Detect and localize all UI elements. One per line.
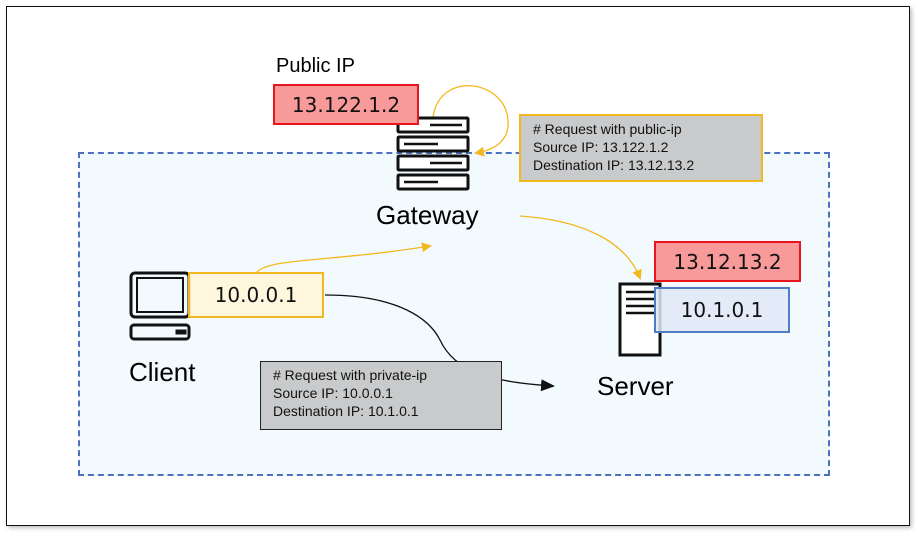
server-private-ip-box: 10.1.0.1 xyxy=(654,287,790,333)
client-label: Client xyxy=(129,357,196,387)
client-computer-icon xyxy=(129,271,191,341)
client-to-server-private-arrow xyxy=(324,294,555,392)
client-private-ip-box: 10.0.0.1 xyxy=(188,272,324,318)
private-request-note: # Request with private-ip Source IP: 10.… xyxy=(260,361,502,430)
private-request-note-title: # Request with private-ip xyxy=(273,367,428,383)
public-request-note-destination: Destination IP: 13.12.13.2 xyxy=(533,157,695,173)
server-label: Server xyxy=(597,371,674,401)
public-request-note-title: # Request with public-ip xyxy=(533,121,682,137)
public-request-note: # Request with public-ip Source IP: 13.1… xyxy=(519,114,763,182)
gateway-to-server-arrow xyxy=(519,215,642,280)
client-to-gateway-arrow xyxy=(256,242,432,273)
private-request-note-source: Source IP: 10.0.0.1 xyxy=(273,385,393,401)
private-request-note-destination: Destination IP: 10.1.0.1 xyxy=(273,403,419,419)
public-request-note-source: Source IP: 13.122.1.2 xyxy=(533,139,669,155)
gateway-self-loop-arrow xyxy=(432,85,509,157)
public-ip-label: Public IP xyxy=(276,55,355,77)
gateway-icon xyxy=(396,116,470,191)
gateway-public-ip-box: 13.122.1.2 xyxy=(273,84,419,125)
gateway-label: Gateway xyxy=(376,200,479,230)
server-public-ip-box: 13.12.13.2 xyxy=(654,241,801,282)
